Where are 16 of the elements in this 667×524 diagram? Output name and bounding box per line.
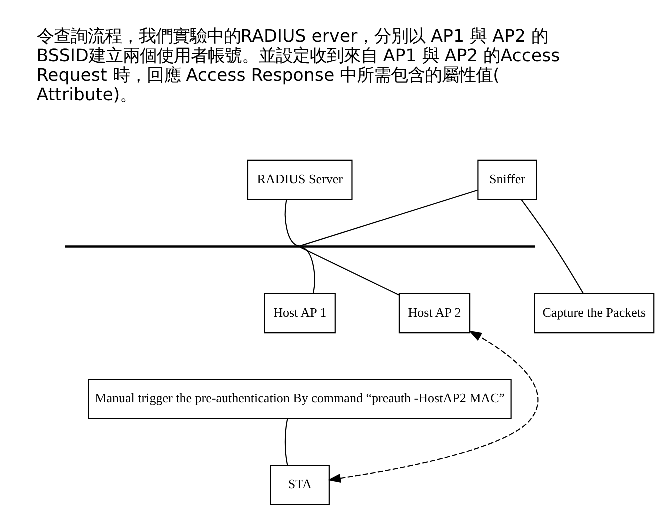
connector <box>284 198 300 246</box>
node-box: Host AP 1 <box>264 292 336 334</box>
node-box: Capture the Packets <box>534 292 655 334</box>
node-box: STA <box>270 464 330 505</box>
connector <box>300 189 478 246</box>
node-box: Manual trigger the pre-authentication By command “preauth -HostAP2 MAC” <box>88 378 512 419</box>
node-box: Sniffer <box>478 159 538 200</box>
label: 令查詢流程，我們實驗中的RADIUS erver，分別以 AP1 與 AP2 的BSSID建立兩個使用者帳號。並設定收到來自 AP1 與 AP2 的Access Request 時，回應 Access Response 中所需包含的屬性值(Attribute)。 <box>36 26 560 105</box>
node-box: Host AP 2 <box>398 292 471 334</box>
connector <box>520 198 584 294</box>
node-box: RADIUS Server <box>247 159 353 200</box>
connector <box>284 418 288 466</box>
arrow <box>328 330 538 482</box>
node-bar <box>65 245 536 248</box>
connector <box>300 246 316 294</box>
connector <box>300 246 400 296</box>
